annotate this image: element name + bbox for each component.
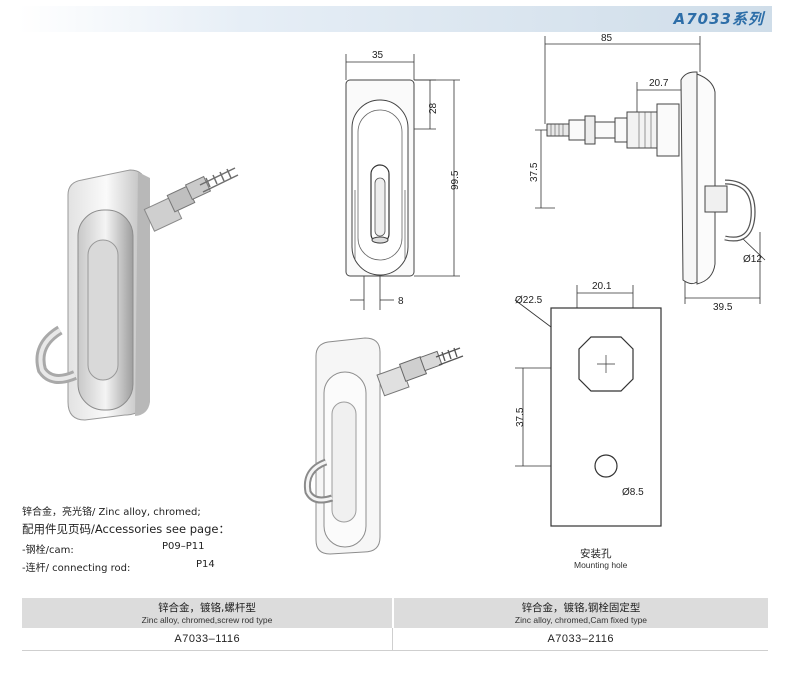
product-photo-cam-type — [303, 337, 464, 555]
model-header-cn: 锌合金，镀铬,螺杆型 — [158, 601, 256, 614]
front-view-drawing: 35 28 99.5 8 — [345, 50, 461, 310]
dim-front-width: 35 — [372, 50, 384, 61]
header-bar — [18, 6, 772, 32]
model-table-code-row: A7033–1116 A7033–2116 — [22, 628, 768, 651]
model-code-screw-type: A7033–1116 — [22, 628, 394, 651]
dim-front-top: 28 — [428, 102, 439, 114]
dim-side-top: 85 — [601, 33, 613, 44]
dim-hole-small-diameter: Ø8.5 — [622, 487, 644, 498]
mounting-hole-label-cn: 安装孔 — [580, 548, 612, 560]
spec-cam-page: P09–P11 — [162, 541, 205, 552]
dim-side-offset: 37.5 — [529, 162, 540, 182]
spec-cam-label: -钢栓/cam: — [22, 545, 74, 556]
dim-front-bottom: 8 — [398, 296, 404, 307]
model-table-header-row: 锌合金，镀铬,螺杆型 Zinc alloy, chromed,screw rod… — [22, 598, 768, 628]
dim-hole-spacing: 37.5 — [515, 407, 526, 427]
model-code-cam-type: A7033–2116 — [392, 628, 768, 651]
model-header-cam-type: 锌合金，镀铬,钢栓固定型 Zinc alloy, chromed,Cam fix… — [392, 598, 768, 628]
spec-material: 锌合金，亮光铬/ Zinc alloy, chromed; — [22, 507, 201, 518]
dim-side-shaft: 20.7 — [649, 78, 669, 89]
spec-rod-label: -连杆/ connecting rod: — [22, 563, 131, 574]
side-view-drawing: 85 20.7 37.5 39.5 Ø12 — [529, 33, 766, 313]
model-header-en: Zinc alloy, chromed,screw rod type — [141, 614, 273, 625]
mounting-hole-label-en: Mounting hole — [574, 560, 628, 570]
dim-hole-big-diameter: Ø22.5 — [515, 295, 543, 306]
dim-front-height: 99.5 — [450, 170, 461, 190]
product-photo-screw-type — [35, 167, 239, 421]
dim-side-diameter: Ø12 — [743, 254, 762, 265]
model-header-screw-type: 锌合金，镀铬,螺杆型 Zinc alloy, chromed,screw rod… — [22, 598, 394, 628]
spec-accessories: 配用件见页码/Accessories see page： — [22, 522, 230, 536]
spec-rod-page: P14 — [196, 559, 215, 570]
series-title: A7033系列 — [673, 10, 764, 28]
dim-hole-square-width: 20.1 — [592, 281, 612, 292]
dim-side-depth: 39.5 — [713, 302, 733, 313]
model-header-cn: 锌合金，镀铬,钢栓固定型 — [521, 601, 641, 614]
model-table: 锌合金，镀铬,螺杆型 Zinc alloy, chromed,screw rod… — [22, 598, 768, 651]
model-header-en: Zinc alloy, chromed,Cam fixed type — [514, 614, 648, 625]
mounting-hole-drawing: Ø22.5 20.1 37.5 Ø8.5 — [514, 281, 662, 527]
